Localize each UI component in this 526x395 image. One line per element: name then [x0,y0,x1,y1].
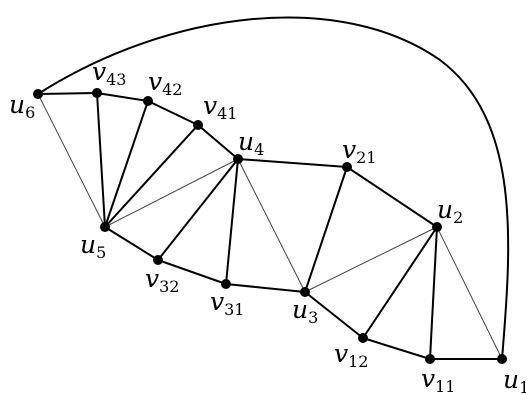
vertex-label-sub-u5: 5 [96,243,106,262]
vertex-u2 [432,222,442,232]
vertex-v11 [425,354,435,364]
vertex-label-u4: u4 [238,127,264,159]
vertex-v12 [358,333,368,343]
vertex-label-sub-u6: 6 [25,103,35,122]
vertex-label-base-v42: v [148,67,162,96]
vertex-label-sub-v43: 43 [106,70,126,89]
vertex-label-u3: u3 [292,295,318,327]
vertex-label-base-u5: u [80,230,96,259]
vertex-label-v12: v12 [334,339,368,371]
vertex-label-v32: v32 [145,264,179,296]
vertex-layer [33,88,507,364]
vertex-label-base-v41: v [203,91,217,120]
vertex-label-base-u2: u [437,195,453,224]
vertex-label-base-u3: u [292,295,308,324]
vertex-u6 [33,89,43,99]
vertex-label-v43: v43 [92,57,126,89]
vertex-label-sub-v11: 11 [435,377,455,395]
vertex-label-sub-v42: 42 [162,80,182,99]
vertex-label-sub-v21: 21 [356,148,376,167]
vertex-label-u6: u6 [9,90,35,122]
vertex-label-sub-v31: 31 [224,300,244,319]
vertex-u3 [300,287,310,297]
vertex-label-base-v12: v [334,339,348,368]
edge-u4-v32 [157,158,239,261]
edge-u2-v11 [429,226,438,360]
edge-u4-v31 [225,158,239,285]
vertex-label-v31: v31 [210,287,244,319]
vertex-v42 [143,96,153,106]
edge-u3-v12 [304,291,364,339]
vertex-label-u1: u1 [503,365,526,395]
edge-u5-v43 [96,92,106,228]
vertex-label-sub-u2: 2 [453,208,463,227]
outer-arc-layer [37,16,510,360]
edge-u5-v32 [104,226,159,261]
edge-v41-u4 [197,124,239,160]
edge-v31-u3 [225,283,306,293]
edge-u5-v41 [104,124,199,228]
edge-u6-u5 [37,93,106,228]
vertex-label-base-v32: v [145,264,159,293]
vertex-label-v21: v21 [342,135,376,167]
vertex-v32 [153,255,163,265]
vertex-v21 [342,162,352,172]
edge-layer [37,92,503,360]
edge-u2-u1 [436,226,503,360]
vertex-u4 [233,154,243,164]
vertex-label-base-v43: v [92,57,106,86]
vertex-label-sub-u4: 4 [254,140,264,159]
edge-u6-v43 [37,92,98,95]
vertex-label-base-v31: v [210,287,224,316]
edge-v43-v42 [96,92,149,102]
edge-v12-v11 [362,337,431,360]
edge-v32-v31 [157,259,227,285]
vertex-label-base-u6: u [9,90,25,119]
vertex-label-base-u1: u [503,365,519,394]
edge-u3-v21 [304,166,348,293]
vertex-label-base-v21: v [342,135,356,164]
vertex-label-base-v11: v [421,364,435,393]
vertex-label-sub-u3: 3 [308,308,318,327]
edge-u4-u3 [237,158,306,293]
vertex-v31 [221,279,231,289]
vertex-label-u2: u2 [437,195,463,227]
edge-u5-v42 [104,100,149,228]
edge-v42-v41 [147,100,199,126]
outer-arc-edge [37,16,510,360]
vertex-label-sub-v32: 32 [159,277,179,296]
vertex-label-sub-v12: 12 [348,352,368,371]
vertex-u1 [497,354,507,364]
edge-u2-v12 [362,226,438,339]
vertex-label-v41: v41 [203,91,237,123]
vertex-v43 [92,88,102,98]
vertex-label-v42: v42 [148,67,182,99]
edge-v21-u2 [346,166,438,228]
vertex-u5 [100,222,110,232]
edge-u4-v21 [237,158,348,168]
edge-u5-u4 [104,158,239,228]
vertex-label-u5: u5 [80,230,106,262]
vertex-v41 [193,120,203,130]
vertex-label-sub-u1: 1 [519,378,526,395]
edge-u3-u2 [304,226,438,293]
vertex-label-sub-v41: 41 [217,104,237,123]
vertex-label-v11: v11 [421,364,455,395]
vertex-label-base-u4: u [238,127,254,156]
